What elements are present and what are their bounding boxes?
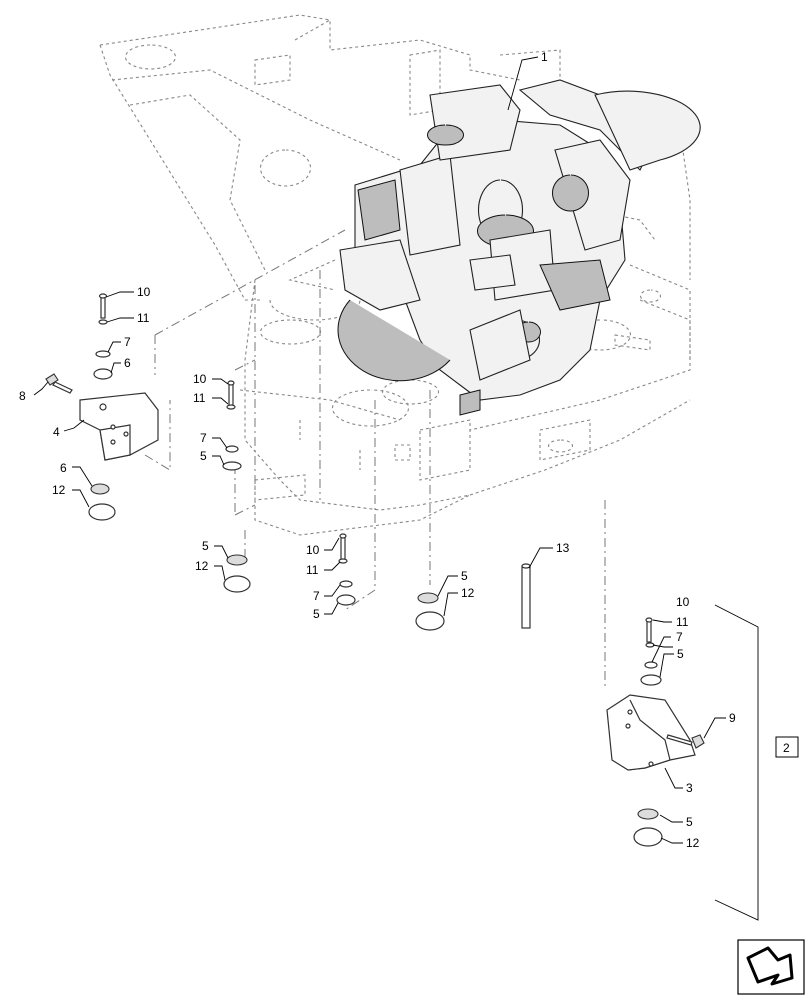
callout-5f: 5 [686,815,693,829]
callout-7: 7 [124,335,131,349]
callout-1: 1 [541,50,548,64]
callout-11: 11 [137,311,150,325]
callout-6b: 6 [60,461,67,475]
callout-12d: 12 [686,836,700,850]
callout-5b: 5 [202,539,209,553]
callout-6: 6 [124,356,131,370]
callout-2-box: 2 [775,736,799,758]
mount-stack-center-left [222,380,251,593]
callout-11d: 11 [676,615,689,629]
mount-stack-right [640,617,662,686]
mount-stack-center [336,533,356,606]
callout-10d: 10 [676,595,690,609]
callout-7c: 7 [313,589,320,603]
machine-frame [99,14,691,536]
mount-lower-right [633,808,663,847]
bolt-8 [45,373,73,394]
callout-5: 5 [200,449,207,463]
leader-lines [33,56,726,844]
bolt-9 [666,734,705,749]
navigation-arrow-icon[interactable] [737,939,805,995]
callout-5d: 5 [461,569,468,583]
callout-7b: 7 [200,431,207,445]
callouts: 1 10 11 7 6 8 4 6 12 10 11 7 5 5 12 10 1… [19,50,736,850]
callout-2: 2 [783,741,790,755]
bracket-4 [79,392,159,461]
callout-13: 13 [556,541,570,555]
callout-12: 12 [52,483,66,497]
callout-12c: 12 [461,586,475,600]
pin-13 [521,563,531,629]
bolt-10-left [88,293,116,521]
callout-10b: 10 [193,372,207,386]
callout-11b: 11 [193,391,206,405]
callout-4: 4 [53,425,60,439]
engine-assembly [337,79,701,416]
callout-10: 10 [137,285,151,299]
mount-stack-center-right [415,592,445,631]
group-bracket-2 [714,604,759,921]
callout-3: 3 [686,781,693,795]
callout-5e: 5 [677,647,684,661]
callout-7d: 7 [676,630,683,644]
callout-5c: 5 [313,607,320,621]
callout-12b: 12 [195,559,209,573]
callout-9: 9 [729,711,736,725]
alignment-guides [144,229,606,690]
callout-11c: 11 [306,563,319,577]
callout-8: 8 [19,389,26,403]
bracket-3 [606,694,696,771]
callout-10c: 10 [306,543,320,557]
